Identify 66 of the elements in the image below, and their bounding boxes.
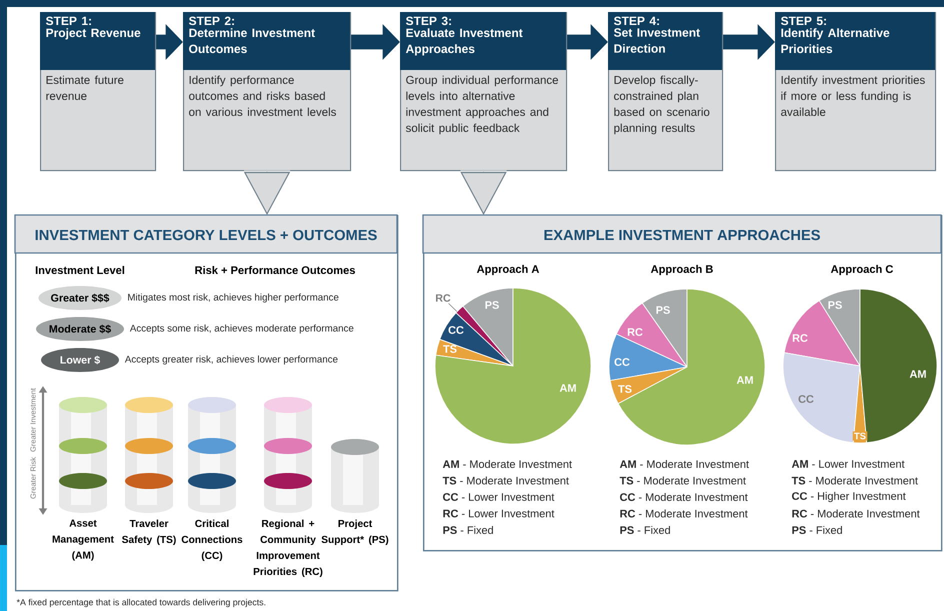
category-label: Critical Connections (CC) (182, 520, 242, 562)
approach-key-text: AM - Moderate Investment (442, 460, 572, 468)
slice-label: AM (560, 384, 576, 392)
step-box (183, 12, 352, 172)
step-box (40, 12, 156, 172)
slice-label: CC (798, 395, 814, 403)
panel-heading: EXAMPLE INVESTMENT APPROACHES (544, 230, 820, 240)
pie-chart (782, 288, 938, 444)
step-box (400, 12, 568, 172)
category-label: Traveler Safety (TS) (122, 520, 176, 546)
leader-line (448, 303, 458, 312)
step-number: STEP 3: (406, 16, 451, 26)
approach-key-text: PS - Fixed (620, 526, 670, 534)
footnote: *A fixed percentage that is allocated towards delivering projects. (16, 598, 266, 608)
step-box (775, 12, 936, 172)
slice-label: RC (792, 334, 808, 342)
slice-label: AM (910, 370, 926, 378)
step-number: STEP 5: (780, 16, 826, 26)
approach-key-text: TS - Moderate Investment (792, 476, 918, 484)
slice-label: PS (656, 306, 670, 314)
outcome-text: Accepts some risk, achieves moderate performance (130, 324, 354, 334)
step-description: Develop fiscally-constrained plan based on scenario planning results (614, 76, 710, 134)
approach-key-text: CC - Higher Investment (792, 492, 906, 502)
outcome-text: Accepts greater risk, achieves lower performance (124, 355, 338, 365)
approach-key-text: AM - Moderate Investment (620, 460, 749, 468)
pie-chart (608, 288, 766, 446)
slice-label: CC (614, 358, 630, 366)
approach-key-text: TS - Moderate Investment (620, 476, 746, 484)
approach-key-text: PS - Fixed (792, 526, 842, 534)
approach-key-text: RC - Lower Investment (443, 510, 554, 518)
slice-label: PS (485, 301, 499, 309)
step-title: Determine Investment Outcomes (189, 28, 315, 54)
step-description: Identify investment priorities if more or less funding is available (781, 76, 925, 116)
step-title: Set Investment Direction (614, 28, 700, 53)
slice-label: RC (436, 294, 450, 302)
approach-key-text: PS - Fixed (443, 526, 493, 534)
slice-label: TS (443, 345, 457, 353)
panel-heading: INVESTMENT CATEGORY LEVELS + OUTCOMES (36, 230, 377, 240)
approach-key-text: CC - Moderate Investment (620, 492, 748, 501)
slice-label: AM (736, 376, 753, 384)
pie-chart (434, 288, 592, 444)
approach-key-text: CC - Lower Investment (443, 493, 554, 501)
slice-label: PS (828, 301, 842, 309)
category-label: Asset Management (AM) (52, 520, 114, 561)
step-number: STEP 4: (614, 16, 659, 26)
category-label: Regional + Community Improvement Priorities (RC) (254, 520, 322, 578)
approach-key-text: AM - Lower Investment (792, 460, 905, 468)
step-description: Identify performance outcomes and risks based on various investment levels (189, 76, 336, 116)
step-number: STEP 2: (188, 16, 234, 26)
column-heading: Risk + Performance Outcomes (195, 266, 355, 274)
approach-key-text: TS - Moderate Investment (442, 476, 569, 484)
slice-label: CC (448, 326, 464, 334)
outcome-text: Mitigates most risk, achieves higher performance (128, 293, 338, 303)
step-description: Group individual performance levels into alternative investment approaches and solicit public feedback (406, 76, 558, 134)
step-description: Estimate future revenue (46, 76, 124, 100)
step-title: Project Revenue (46, 28, 140, 40)
column-heading: Investment Level (36, 266, 124, 274)
step-title: Evaluate Investment Approaches (406, 28, 523, 56)
step-title: Identify Alternative Priorities (781, 28, 890, 54)
category-label: Project Support* (PS) (322, 520, 388, 546)
slice-label: TS (618, 385, 632, 393)
slice-label: RC (628, 328, 643, 336)
approach-key-text: RC - Moderate Investment (792, 510, 920, 518)
step-number: STEP 1: (46, 16, 91, 26)
approach-key-text: RC - Moderate Investment (620, 510, 748, 518)
step-box (608, 12, 724, 172)
